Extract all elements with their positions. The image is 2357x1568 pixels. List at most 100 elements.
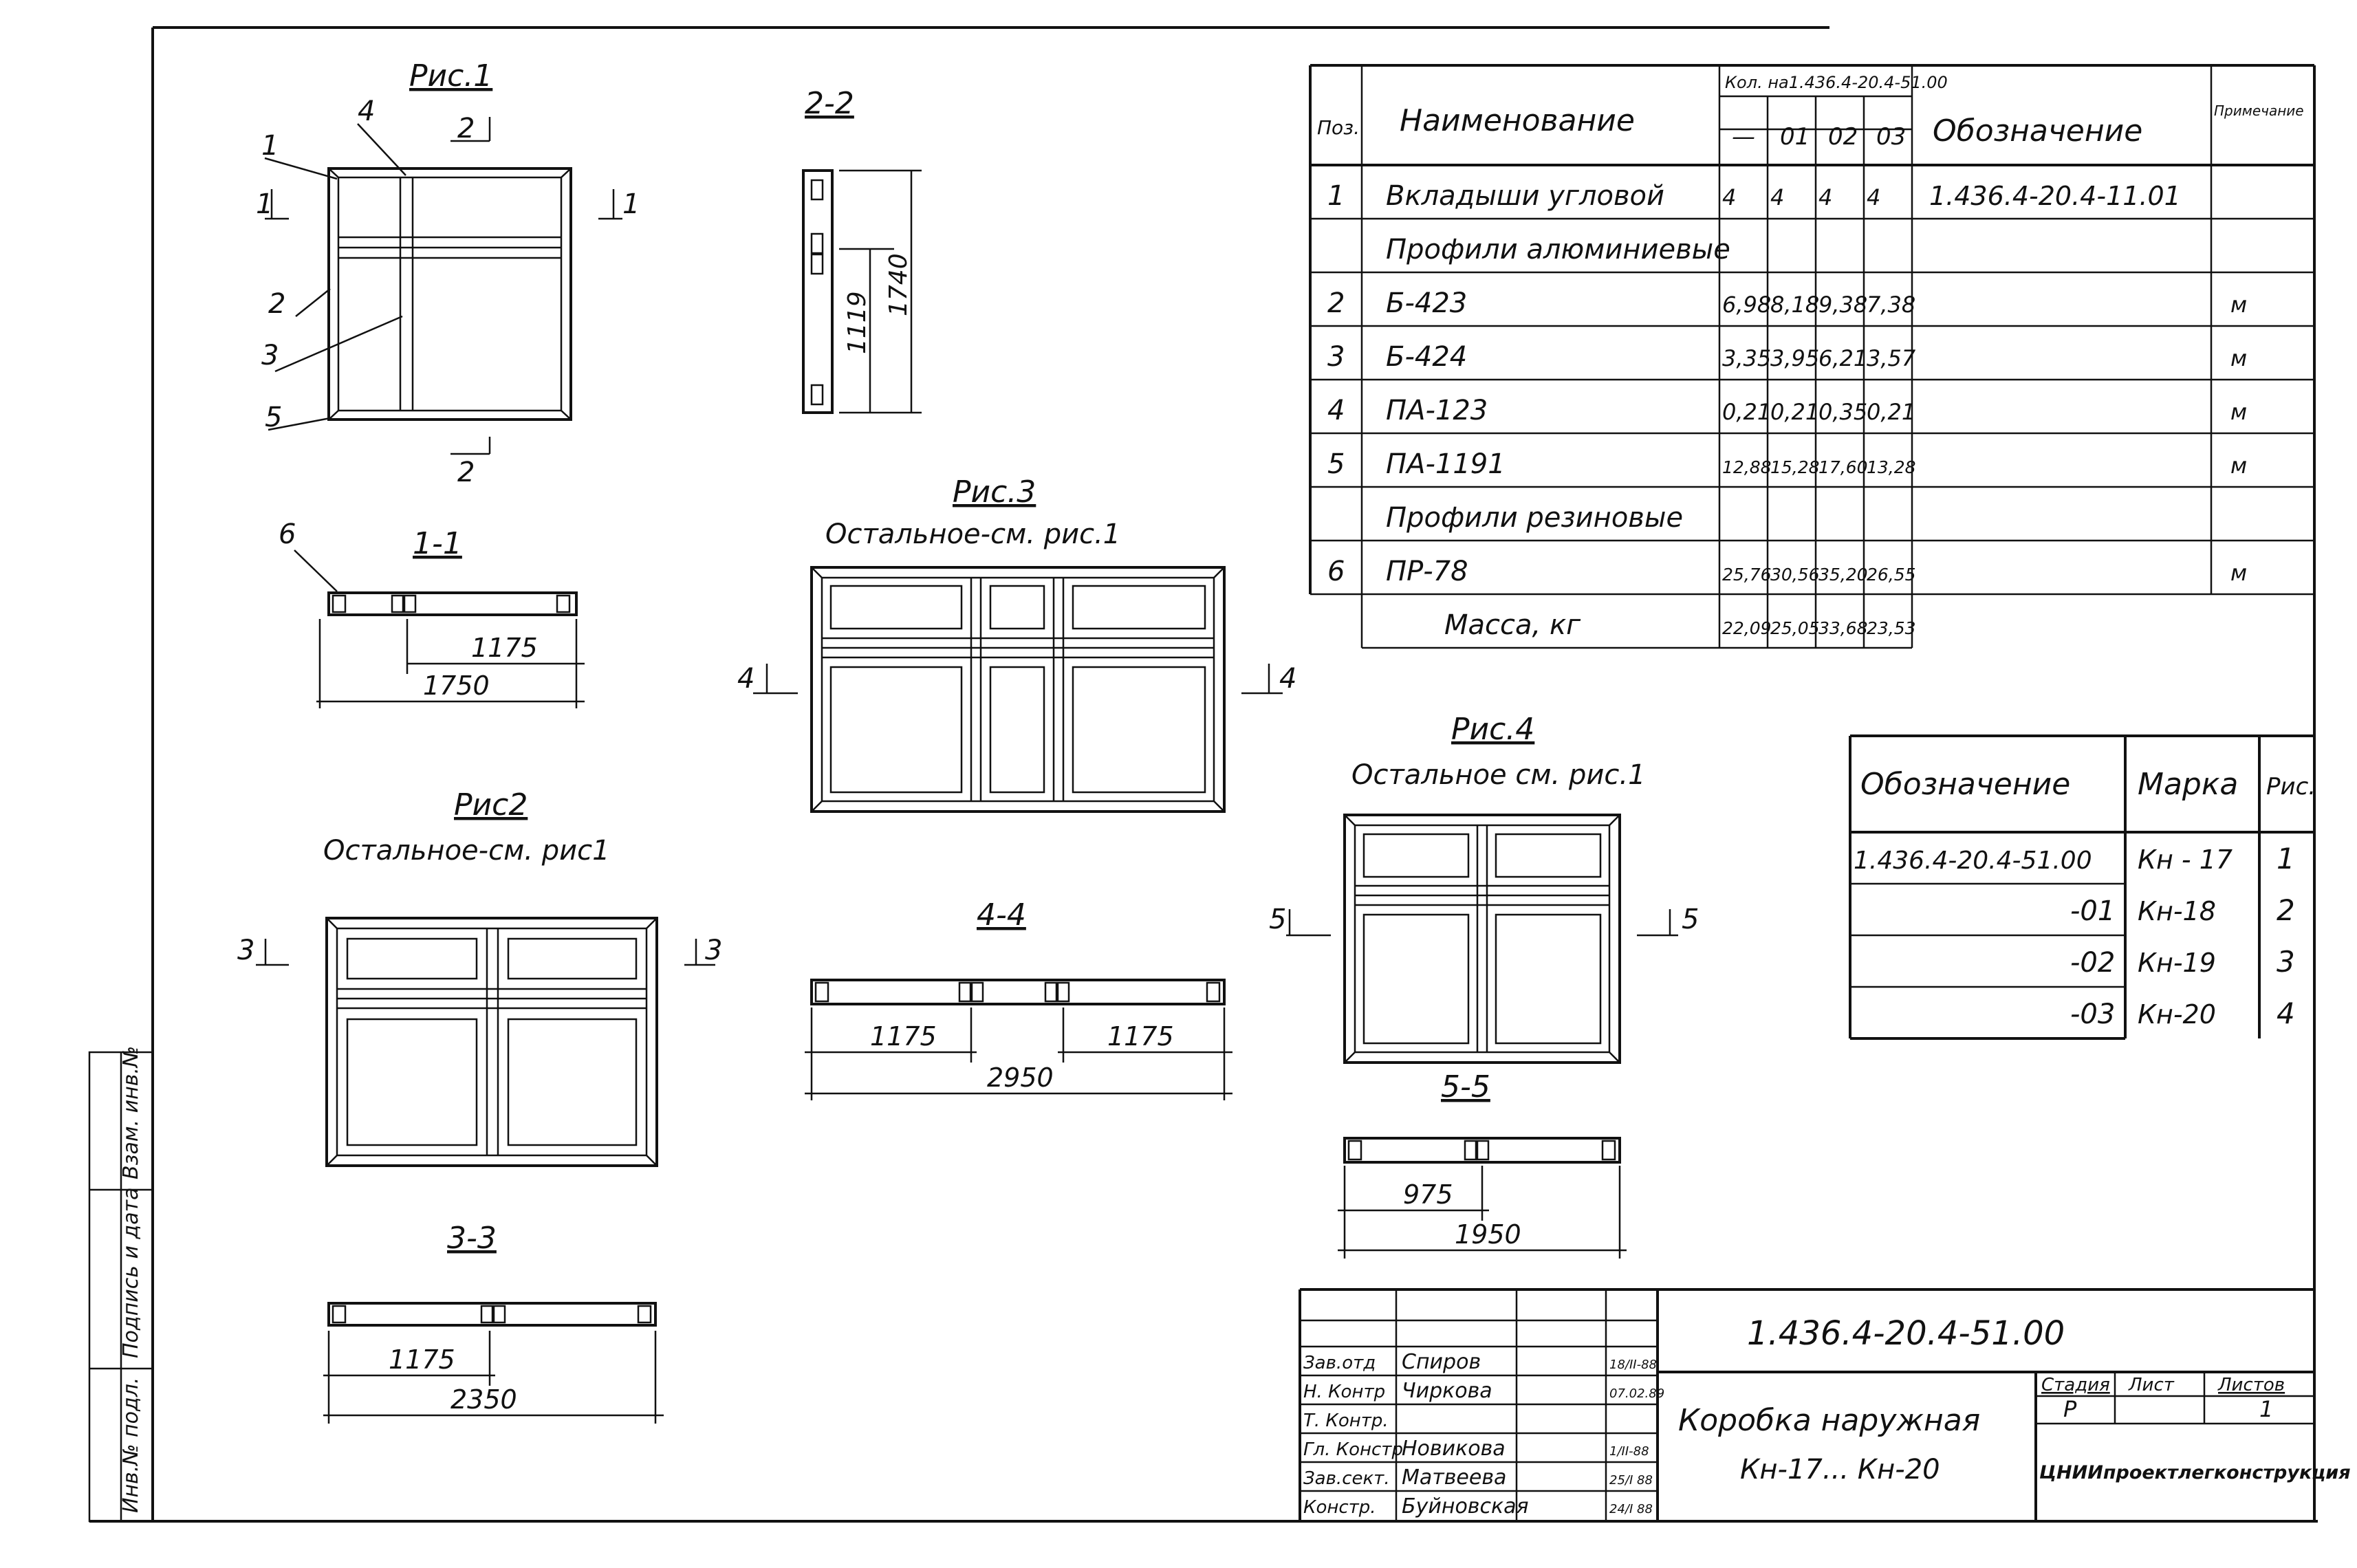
- dim-1175-s44b: 1175: [1107, 1021, 1174, 1052]
- spec-row-qty: 33,68: [1818, 618, 1868, 638]
- spec-row-qty: 0,21: [1770, 399, 1819, 425]
- variant-designation: -01: [2070, 895, 2115, 927]
- dim-1740: 1740: [884, 253, 913, 316]
- doc-title-2: Кн-17... Кн-20: [1740, 1454, 1940, 1485]
- spec-row-designation: 1.436.4-20.4-11.01: [1929, 181, 2181, 211]
- variant-mark: Кн-19: [2138, 948, 2216, 978]
- spec-row-name: Профили резиновые: [1386, 502, 1683, 534]
- person-role: Т. Контр.: [1303, 1411, 1389, 1431]
- person-name: Спиров: [1402, 1350, 1481, 1374]
- spec-row-pos: 3: [1327, 341, 1345, 373]
- figure-2: Рис2 Остальное-см. рис1 3 3: [237, 787, 722, 1167]
- spec-row-qty: 22,09: [1722, 618, 1772, 638]
- cut-4-right: 4: [1279, 663, 1296, 695]
- callout-4: 4: [358, 96, 375, 127]
- variant-designation: -03: [2070, 999, 2115, 1030]
- cut-5-left: 5: [1269, 904, 1286, 935]
- variants-header-fig: Рис.: [2266, 773, 2316, 801]
- spec-row-qty: 0,35: [1818, 399, 1867, 425]
- org-name: ЦНИИпроектлегконструкция: [2039, 1462, 2351, 1483]
- spec-row-qty: 13,28: [1867, 457, 1916, 477]
- cut-3-left: 3: [237, 935, 254, 966]
- doc-number: 1.436.4-20.4-51.00: [1747, 1314, 2065, 1353]
- section-5-5-title: 5-5: [1441, 1069, 1490, 1104]
- person-role: Н. Контр: [1303, 1382, 1385, 1402]
- stage-label: Стадия: [2041, 1375, 2110, 1395]
- section-2-2: 2-2 1119 1740: [802, 86, 922, 414]
- callout-5: 5: [265, 402, 282, 433]
- cut-1-left: 1: [256, 188, 273, 220]
- callout-1: 1: [261, 130, 279, 162]
- variant-mark: Кн-18: [2138, 896, 2216, 926]
- variant-designation: 1.436.4-20.4-51.00: [1854, 847, 2092, 875]
- side-stamp-sign: Подпись и дата: [119, 1188, 143, 1359]
- dim-2950: 2950: [987, 1063, 1054, 1093]
- spec-row-pos: 6: [1327, 556, 1345, 587]
- spec-row-qty: 35,20: [1818, 565, 1868, 585]
- person-name: Чиркова: [1402, 1379, 1492, 1403]
- spec-header-qty-col: 02: [1828, 123, 1858, 151]
- variant-mark: Кн-20: [2138, 999, 2216, 1030]
- spec-header-note: Примечание: [2214, 102, 2304, 119]
- spec-header-designation: Обозначение: [1933, 113, 2142, 149]
- dim-1175-s11: 1175: [471, 633, 538, 663]
- spec-row-note: м: [2230, 399, 2247, 425]
- variant-fig: 4: [2277, 997, 2295, 1030]
- person-date: 07.02.89: [1609, 1386, 1664, 1401]
- figure-4-title: Рис.4: [1451, 712, 1534, 747]
- spec-row-qty: 17,60: [1818, 457, 1868, 477]
- spec-row-qty: 7,38: [1867, 292, 1915, 318]
- figure-4: Рис.4 Остальное см. рис.1 5 5: [1269, 712, 1699, 1064]
- person-date: 18/II-88: [1609, 1358, 1657, 1372]
- spec-row-qty: 12,88: [1722, 457, 1772, 477]
- figure-1-title: Рис.1: [409, 58, 492, 94]
- person-name: Матвеева: [1402, 1466, 1506, 1490]
- spec-row-note: м: [2230, 345, 2247, 371]
- spec-row-pos: 2: [1327, 287, 1345, 319]
- spec-row-qty: 25,05: [1770, 618, 1820, 638]
- sheets-value: 1: [2259, 1396, 2273, 1422]
- spec-header-qty: Кол. на1.436.4-20.4-51.00: [1725, 73, 1948, 92]
- sheet-label: Лист: [2128, 1375, 2175, 1395]
- variants-header-mark: Марка: [2138, 767, 2238, 802]
- cut-2-bottom: 2: [457, 457, 475, 488]
- spec-row-qty: 26,55: [1867, 565, 1916, 585]
- person-role: Констр.: [1303, 1497, 1376, 1518]
- person-date: 1/II-88: [1609, 1444, 1649, 1459]
- sheets-label: Листов: [2217, 1375, 2285, 1395]
- spec-row-pos: 1: [1327, 180, 1345, 212]
- section-1-1-title: 1-1: [413, 526, 462, 561]
- figure-3-note: Остальное-см. рис.1: [825, 519, 1120, 550]
- spec-header-qty-col: —: [1732, 123, 1755, 151]
- spec-row-qty: 23,53: [1867, 618, 1916, 638]
- spec-header-pos: Поз.: [1317, 116, 1360, 139]
- cut-4-left: 4: [737, 663, 754, 695]
- spec-row-name: Б-423: [1386, 287, 1467, 319]
- side-stamp-replace: Взам. инв.№: [119, 1046, 143, 1179]
- figure-2-note: Остальное-см. рис1: [323, 835, 610, 867]
- spec-row-qty: 6,21: [1818, 345, 1867, 371]
- stage-value: Р: [2063, 1396, 2077, 1422]
- variant-fig: 1: [2277, 842, 2295, 875]
- figure-3: Рис.3 Остальное-см. рис.1 4 4: [737, 475, 1296, 813]
- spec-row-name: ПА-1191: [1386, 448, 1506, 480]
- spec-row-qty: 6,98: [1722, 292, 1771, 318]
- cut-2-top: 2: [457, 113, 475, 144]
- figure-4-note: Остальное см. рис.1: [1351, 759, 1646, 791]
- title-block: 1.436.4-20.4-51.00 Коробка наружная Кн-1…: [1299, 1288, 2351, 1521]
- variant-fig: 3: [2277, 945, 2295, 979]
- dim-1950: 1950: [1455, 1219, 1521, 1250]
- cut-1-right: 1: [622, 188, 640, 220]
- spec-row-name: Б-424: [1386, 341, 1467, 373]
- spec-row-qty: 8,18: [1770, 292, 1819, 318]
- dim-975: 975: [1403, 1179, 1453, 1210]
- spec-row-pos: 5: [1327, 448, 1345, 480]
- variants-header-designation: Обозначение: [1860, 767, 2070, 802]
- figure-3-title: Рис.3: [953, 475, 1036, 510]
- dim-1175-s44a: 1175: [870, 1021, 937, 1052]
- dim-1119: 1119: [843, 291, 871, 354]
- spec-row-name: ПА-123: [1386, 395, 1488, 426]
